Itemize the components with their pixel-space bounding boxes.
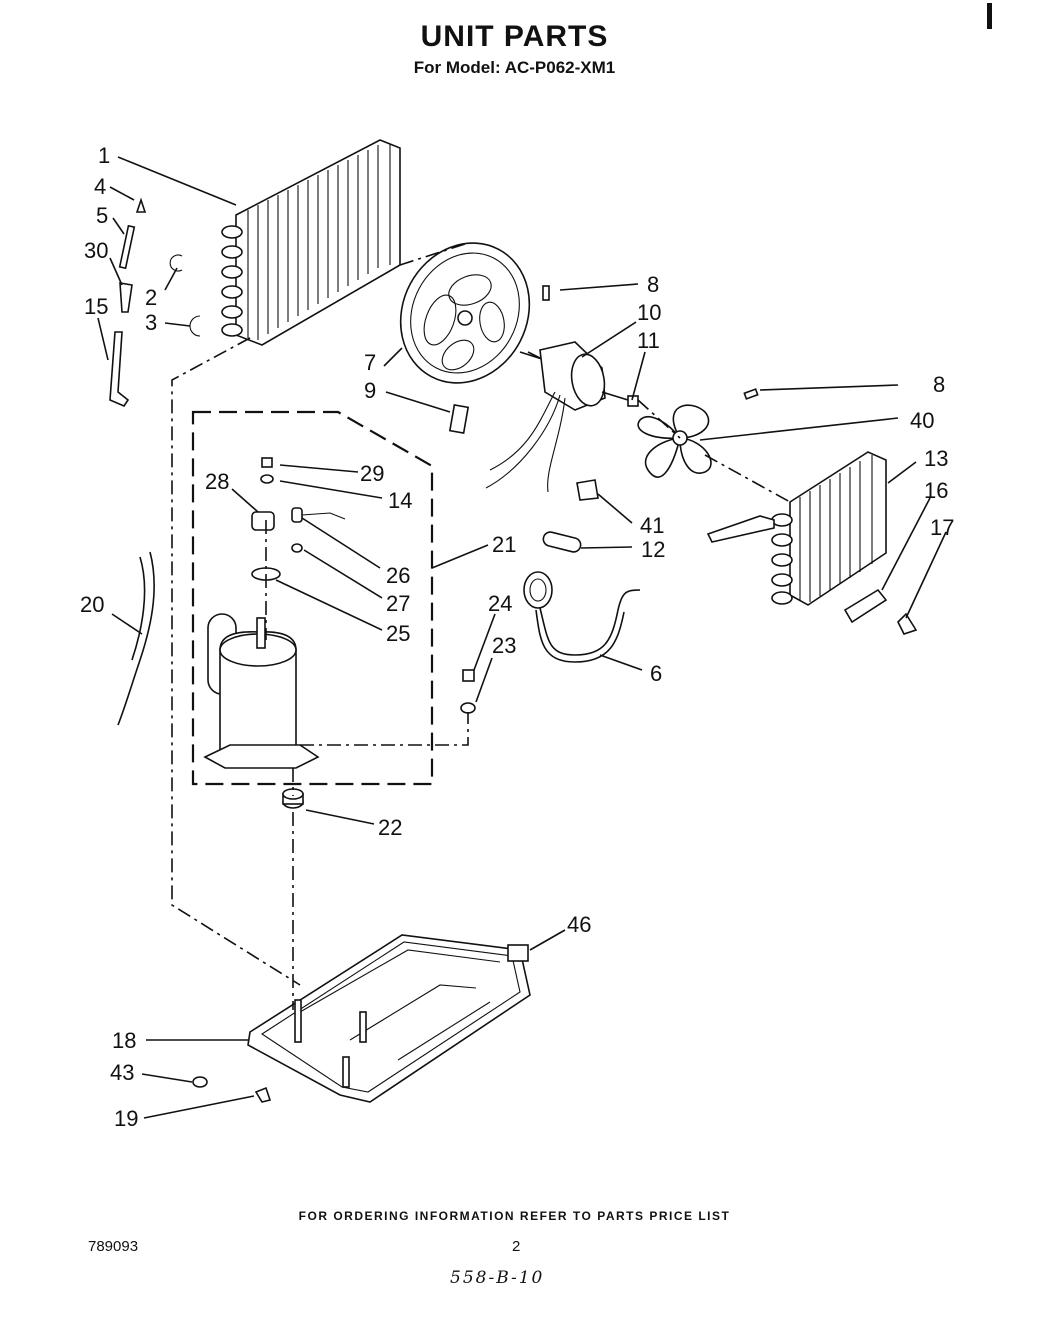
part-24-nut: [462, 669, 475, 682]
page-title: UNIT PARTS: [420, 20, 609, 53]
callout-7: 7: [364, 350, 376, 375]
callout-14: 14: [388, 488, 412, 513]
evaporator-coil: [706, 451, 887, 606]
fan-shroud: [399, 242, 531, 384]
part-46-block: [507, 944, 529, 962]
callout-28: 28: [205, 469, 229, 494]
callout-9: 9: [364, 378, 376, 403]
page-number: 2: [512, 1238, 521, 1255]
part-8-screw-top: [542, 285, 550, 301]
part-9-clip: [448, 404, 470, 434]
callout-labels: 1 4 5 30 2 3 15 8 10 11 7 9 8 40 13 16 1…: [80, 143, 954, 1131]
callout-17: 17: [930, 515, 954, 540]
part-19-clip: [254, 1086, 272, 1103]
callout-11: 11: [637, 328, 660, 353]
part-22-grommet: [282, 788, 304, 809]
callout-1: 1: [98, 143, 110, 168]
callout-30: 30: [84, 238, 108, 263]
part-16-bracket: [843, 588, 888, 624]
part-17-clip: [897, 612, 918, 635]
callout-4: 4: [94, 174, 106, 199]
callout-25: 25: [386, 621, 410, 646]
compressor: [203, 613, 320, 769]
callout-13: 13: [924, 446, 948, 471]
callout-29: 29: [360, 461, 384, 486]
compressor-group-box: [191, 410, 434, 786]
callout-8-top: 8: [647, 272, 659, 297]
part-41-clip: [576, 479, 599, 501]
leader-lines: [97, 156, 947, 1119]
document-number: 789093: [88, 1238, 139, 1255]
callout-10: 10: [637, 300, 661, 325]
edge-mark: [987, 3, 992, 29]
part-23-washer: [460, 702, 476, 714]
fan-blade: [637, 404, 712, 478]
callout-40: 40: [910, 408, 934, 433]
part-20-power-cord: [117, 551, 155, 726]
callout-12: 12: [641, 537, 665, 562]
callout-46: 46: [567, 912, 591, 937]
callout-3: 3: [145, 310, 157, 335]
part-4-cap: [135, 197, 147, 213]
callout-41: 41: [640, 513, 664, 538]
callout-27: 27: [386, 591, 410, 616]
callout-5: 5: [96, 203, 108, 228]
callout-23: 23: [492, 633, 516, 658]
callout-24: 24: [488, 591, 512, 616]
alignment-lines: [171, 243, 791, 1010]
part-5-tube: [118, 224, 136, 270]
callout-20: 20: [80, 592, 104, 617]
part-3-clip: [189, 315, 201, 337]
callout-26: 26: [386, 563, 410, 588]
callout-6: 6: [650, 661, 662, 686]
capillary-tube: [523, 571, 641, 663]
part-2-clip: [169, 254, 183, 272]
callout-21: 21: [492, 532, 516, 557]
base-pan: [247, 934, 531, 1103]
model-subtitle: For Model: AC-P062-XM1: [413, 58, 616, 77]
callout-2: 2: [145, 285, 157, 310]
ordering-note: FOR ORDERING INFORMATION REFER TO PARTS …: [298, 1209, 731, 1223]
condenser-coil: [221, 139, 401, 346]
handwritten-note: 558-B-10: [450, 1268, 545, 1288]
part-12-tube: [542, 531, 582, 553]
callout-19: 19: [114, 1106, 138, 1131]
callout-15: 15: [84, 294, 108, 319]
part-43-screw: [192, 1076, 208, 1088]
part-30-fitting: [119, 282, 133, 313]
fan-motor: [485, 341, 629, 493]
part-15-drain-tube: [109, 331, 130, 407]
callout-8-right: 8: [933, 372, 945, 397]
part-8-screw-right: [743, 388, 759, 400]
callout-18: 18: [112, 1028, 136, 1053]
callout-22: 22: [378, 815, 402, 840]
callout-43: 43: [110, 1060, 134, 1085]
callout-16: 16: [924, 478, 948, 503]
compressor-small-parts: [251, 457, 346, 581]
